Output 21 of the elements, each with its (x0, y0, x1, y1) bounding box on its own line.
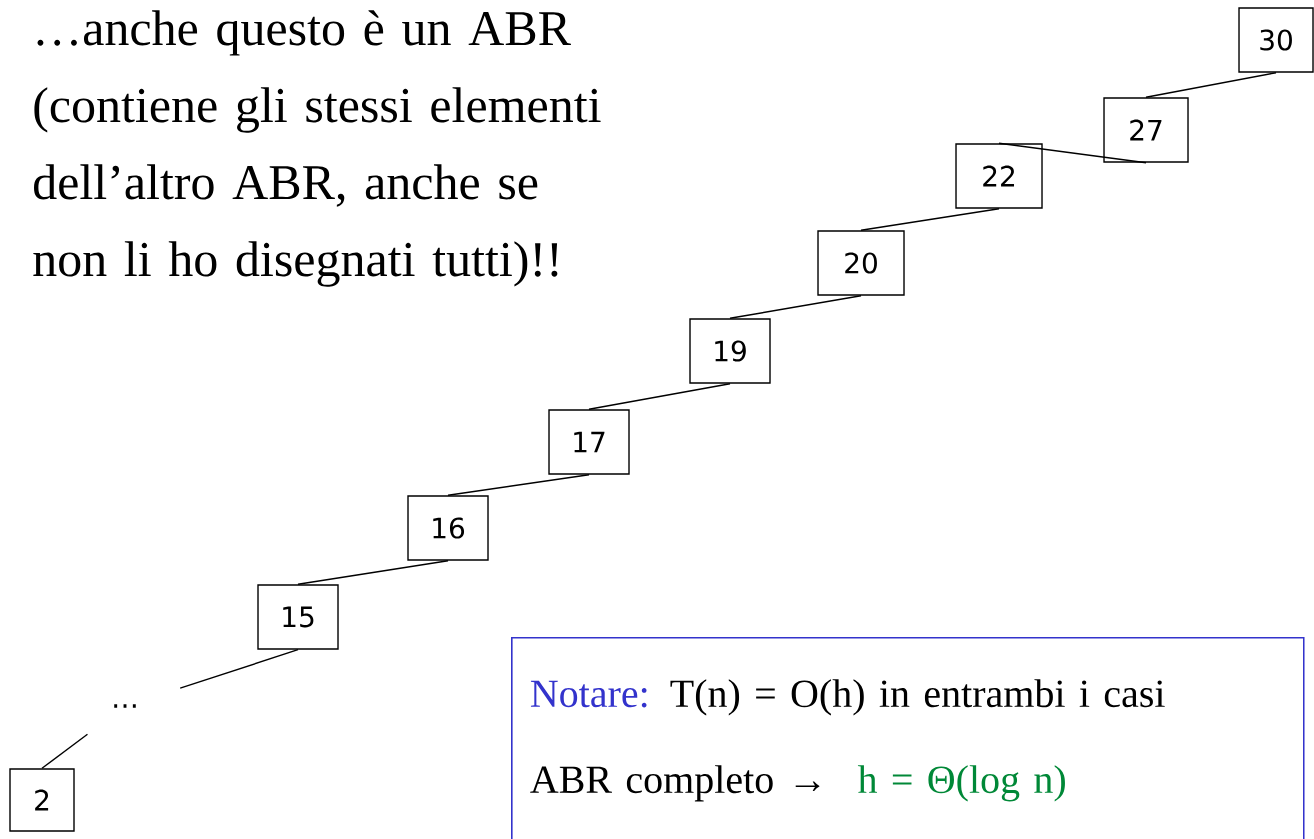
tree-node-box: 30 (1238, 7, 1314, 73)
tree-node-box: 27 (1103, 97, 1189, 163)
tree-edge (998, 142, 1147, 164)
tree-edge (41, 733, 89, 769)
paragraph-text: …anche questo è un ABR (contiene gli stessi elementi dell’altro ABR, anche se non li ho disegnati tutti)!! (33, 10, 601, 287)
tree-node-box: 22 (955, 143, 1043, 209)
tree-edge (588, 383, 731, 410)
tree-node-box: 20 (817, 230, 905, 296)
tree-edge (729, 295, 862, 319)
tree-edge (179, 649, 299, 689)
tree-node-box: 15 (257, 584, 339, 650)
tree-edge (1145, 72, 1277, 98)
tree-edge (447, 474, 590, 496)
note-box: Notare: T(n) = O(h) in entrambi i casi ABR completo → h = Θ(log n) (511, 637, 1305, 839)
tree-node-box: 17 (548, 409, 630, 475)
tree-node-box: 16 (407, 495, 489, 561)
ellipsis-text: … (114, 704, 136, 708)
tree-node-box: 19 (689, 318, 771, 384)
tree-edge (860, 208, 1000, 231)
tree-edge (297, 560, 449, 585)
tree-node-box: 2 (9, 768, 75, 832)
